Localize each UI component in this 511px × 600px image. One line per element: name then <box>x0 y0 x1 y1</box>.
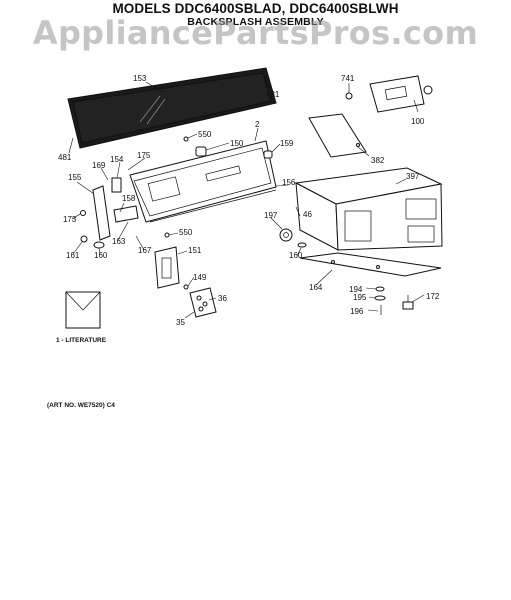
part-label: 100 <box>411 117 425 126</box>
part-label: 195 <box>353 293 367 302</box>
part-label: 194 <box>349 285 363 294</box>
small-fasteners-part <box>183 136 273 159</box>
part-label: 481 <box>266 90 280 99</box>
part-label: 150 <box>230 139 244 148</box>
part-label: 197 <box>264 211 278 220</box>
base-strip-part <box>299 252 442 277</box>
part-label: 167 <box>138 246 152 255</box>
part-label: 153 <box>133 74 147 83</box>
part-label: 156 <box>282 178 296 187</box>
leveling-foot-part <box>402 295 414 310</box>
part-label: 169 <box>92 161 106 170</box>
part-label: 196 <box>350 307 364 316</box>
part-number-labels: 153 481 741 100 550 150 2 159 481 169 15… <box>58 74 440 327</box>
part-label: 481 <box>58 153 72 162</box>
part-label: 172 <box>426 292 440 301</box>
part-label: 2 <box>255 120 260 129</box>
terminal-block-part <box>183 284 217 318</box>
part-label: 36 <box>218 294 227 303</box>
control-board-part <box>369 75 433 113</box>
screw-741-part <box>345 90 353 100</box>
part-label: 160 <box>289 251 303 260</box>
knob-part <box>279 228 307 248</box>
part-label: 46 <box>303 210 312 219</box>
part-label: 397 <box>406 172 420 181</box>
part-label: 164 <box>309 283 323 292</box>
page-title: MODELS DDC6400SBLAD, DDC6400SBLWH <box>112 1 399 16</box>
part-label: 35 <box>176 318 185 327</box>
backsplash-glass-part <box>67 67 277 149</box>
part-label: 155 <box>68 173 82 182</box>
part-label: 161 <box>66 251 80 260</box>
part-label: 382 <box>371 156 385 165</box>
part-label: 550 <box>179 228 193 237</box>
part-label: 173 <box>63 215 77 224</box>
art-number-label: (ART NO. WE7520) C4 <box>47 402 115 409</box>
part-label: 163 <box>112 237 126 246</box>
part-label: 154 <box>110 155 124 164</box>
literature-envelope-icon <box>65 291 101 329</box>
page-subtitle: BACKSPLASH ASSEMBLY <box>187 16 324 28</box>
part-label: 741 <box>341 74 355 83</box>
leader-lines <box>68 71 425 319</box>
part-label: 159 <box>280 139 294 148</box>
cover-plate-part <box>308 113 367 158</box>
part-label: 160 <box>94 251 108 260</box>
watermark-logo: AppliancePartsPros.com <box>32 14 479 52</box>
part-label: 151 <box>188 246 202 255</box>
control-panel-part <box>129 140 277 223</box>
part-label: 158 <box>122 194 136 203</box>
part-label: 175 <box>137 151 151 160</box>
side-bracket-part <box>80 177 139 249</box>
part-label: 149 <box>193 273 207 282</box>
part-label: 550 <box>198 130 212 139</box>
literature-label: 1 - LITERATURE <box>56 337 107 344</box>
rear-housing-part <box>294 167 443 251</box>
switch-bracket-part <box>154 232 180 289</box>
